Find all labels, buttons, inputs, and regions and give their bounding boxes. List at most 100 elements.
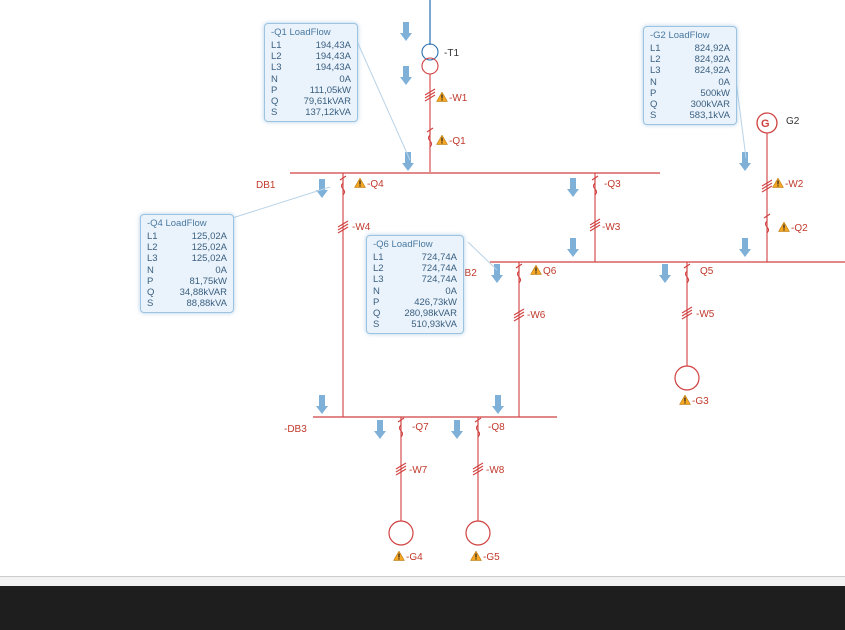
label-q6: Q6	[543, 266, 557, 277]
flow-arrow-icon	[739, 238, 751, 257]
loadflow-row: L3 125,02A	[147, 253, 227, 264]
loadflow-value: 280,98kVAR	[404, 308, 457, 320]
loadflow-key: S	[147, 298, 154, 310]
flow-arrow-icon	[491, 264, 503, 283]
flow-arrow-icon	[374, 420, 386, 439]
loadflow-key: S	[650, 110, 657, 122]
loadflow-value: 194,43A	[315, 62, 351, 74]
loadflow-key: L1	[147, 231, 158, 242]
flow-arrow-icon	[567, 238, 579, 257]
loadflow-key: L2	[147, 242, 158, 254]
label-w5: -W5	[696, 309, 715, 320]
loadflow-title: -Q4 LoadFlow	[147, 218, 207, 229]
loadflow-row: S 88,88kVA	[147, 298, 227, 309]
label-w8: -W8	[486, 465, 505, 476]
warning-icon	[393, 550, 405, 561]
label-w7: -W7	[409, 465, 428, 476]
flow-arrow-icon	[400, 66, 412, 85]
loadflow-row: L1 125,02A	[147, 231, 227, 242]
loadflow-value: 824,92A	[694, 54, 730, 66]
label-q3: -Q3	[604, 179, 621, 190]
loadflow-key: L3	[147, 253, 158, 265]
loadflow-key: N	[373, 285, 380, 297]
loadflow-key: Q	[147, 287, 155, 299]
label-g2: G2	[786, 116, 800, 127]
loadflow-title: -G2 LoadFlow	[650, 30, 710, 41]
loadflow-key: L2	[271, 51, 282, 63]
label-w6: -W6	[527, 310, 546, 321]
loadflow-key: S	[373, 319, 380, 331]
warning-icon	[470, 550, 482, 561]
loadflow-row: L3 194,43A	[271, 62, 351, 73]
loadflow-key: Q	[650, 99, 658, 111]
loadflow-value: 79,61kVAR	[303, 96, 351, 108]
loadflow-value: 125,02A	[191, 231, 227, 242]
flow-arrow-icon	[316, 395, 328, 414]
label-t1: -T1	[444, 48, 459, 59]
loadflow-value: 426,73kW	[414, 296, 457, 308]
loadflow-key: S	[271, 107, 278, 119]
generator-g5-icon	[465, 520, 491, 546]
flow-arrow-icon	[567, 178, 579, 197]
loadflow-row: P 426,73kW	[373, 297, 457, 308]
loadflow-row: S 137,12kVA	[271, 107, 351, 118]
label-w4: -W4	[352, 222, 371, 233]
loadflow-value: 0A	[718, 76, 730, 88]
loadflow-key: P	[373, 296, 380, 308]
label-q2: -Q2	[791, 223, 808, 234]
loadflow-key: L3	[271, 62, 282, 74]
flow-arrow-icon	[739, 152, 751, 171]
callout-leader	[225, 186, 331, 221]
flow-arrow-icon	[400, 22, 412, 41]
loadflow-value: 824,92A	[694, 43, 730, 54]
loadflow-value: 500kW	[700, 87, 730, 99]
transformer-primary-icon	[421, 43, 439, 61]
loadflow-value: 0A	[445, 285, 457, 297]
loadflow-value: 194,43A	[315, 40, 351, 51]
warning-icon	[679, 394, 691, 405]
loadflow-value: 137,12kVA	[305, 107, 351, 119]
bus-db2-label: -DB2	[454, 268, 477, 279]
loadflow-key: L1	[650, 43, 661, 54]
loadflow-key: P	[271, 84, 278, 96]
warning-icon	[436, 91, 448, 102]
callout-leader	[467, 241, 498, 271]
loadflow-key: Q	[373, 308, 381, 320]
loadflow-value: 510,93kVA	[411, 319, 457, 331]
loadflow-value: 724,74A	[421, 274, 457, 286]
bus-db3-label: -DB3	[284, 424, 307, 435]
loadflow-value: 88,88kVA	[186, 298, 228, 310]
label-q1: -Q1	[449, 136, 466, 147]
loadflow-value: 194,43A	[315, 51, 351, 63]
bus-db1-label: DB1	[256, 180, 276, 191]
loadflow-row: Q 280,98kVAR	[373, 308, 457, 319]
loadflow-value: 125,02A	[191, 253, 227, 265]
callout-leader	[351, 29, 411, 161]
warning-icon	[772, 177, 784, 188]
label-q5: Q5	[700, 266, 714, 277]
generator-g3-icon	[674, 365, 700, 391]
loadflow-value: 0A	[339, 73, 351, 85]
loadflow-key: L3	[650, 65, 661, 77]
generator-g4-icon	[388, 520, 414, 546]
loadflow-value: 81,75kW	[189, 275, 228, 287]
status-bar	[0, 576, 845, 587]
